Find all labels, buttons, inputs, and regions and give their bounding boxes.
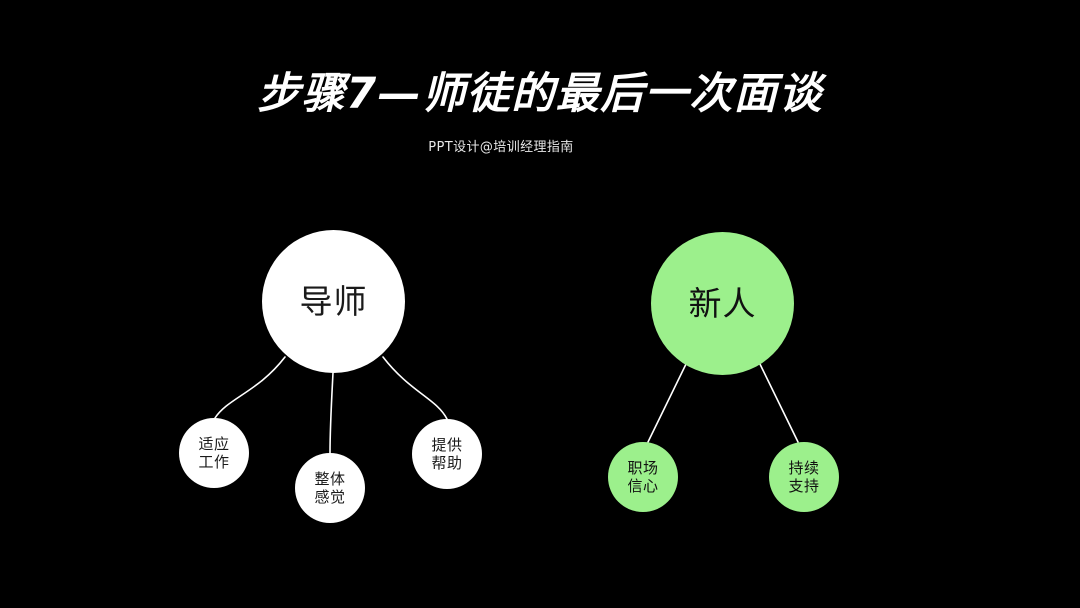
node-workplace-confidence-label: 职场 信心 [627,459,659,495]
connector-mentor-to-overall [329,372,334,454]
node-workplace-confidence[interactable]: 职场 信心 [608,442,678,512]
node-overall-feeling-label: 整体 感觉 [314,470,346,506]
node-adapt-work[interactable]: 适应 工作 [179,418,249,488]
slide-subtitle: PPT设计@培训经理指南 [428,140,574,155]
connector-newcomer-to-support [757,359,799,443]
connector-mentor-to-provide-help [382,356,448,420]
node-mentor-root-label: 导师 [299,281,368,321]
node-provide-help[interactable]: 提供 帮助 [412,419,482,489]
node-overall-feeling[interactable]: 整体 感觉 [295,453,365,523]
node-continuous-support-label: 持续 支持 [788,459,820,495]
node-adapt-work-label: 适应 工作 [198,435,230,471]
page-title: 步骤7—师徒的最后一次面谈 [257,69,823,119]
node-continuous-support[interactable]: 持续 支持 [769,442,839,512]
slide-header: 步骤7—师徒的最后一次面谈 PPT设计@培训经理指南 [0,0,1080,175]
node-provide-help-label: 提供 帮助 [431,436,463,472]
node-newcomer-root-label: 新人 [688,283,757,323]
connector-mentor-to-adapt-work [214,356,286,419]
connector-newcomer-to-confidence [647,359,689,443]
node-newcomer-root[interactable]: 新人 [651,232,794,375]
node-mentor-root[interactable]: 导师 [262,230,405,373]
